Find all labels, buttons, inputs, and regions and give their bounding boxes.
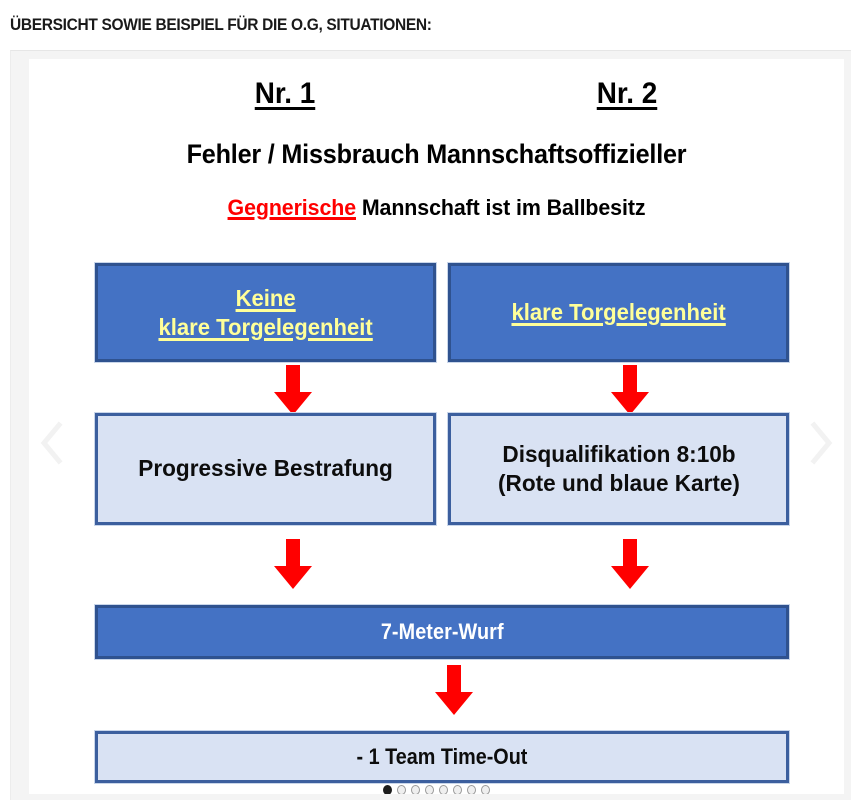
down-arrow-icon-left-1: [271, 365, 315, 417]
box-team-time-out-line1: - 1 Team Time-Out: [356, 744, 528, 770]
carousel-prev-button[interactable]: [35, 417, 69, 469]
carousel-dot-4[interactable]: [425, 785, 434, 794]
box-disqualifikation: Disqualifikation 8:10b (Rote und blaue K…: [447, 412, 790, 526]
box-7-meter-wurf: 7-Meter-Wurf: [94, 604, 790, 660]
box-keine-klare-torgelegenheit: Keine klare Torgelegenheit: [94, 262, 437, 363]
carousel-dots: [29, 785, 844, 794]
box-progressive-line1: Progressive Bestrafung: [138, 455, 393, 482]
box-klare-line1: klare Torgelegenheit: [511, 299, 726, 326]
column-number-row: Nr. 1 Nr. 2: [29, 77, 844, 123]
carousel-dot-5[interactable]: [439, 785, 448, 794]
page-title: ÜBERSICHT SOWIE BEISPIEL FÜR DIE O.G, SI…: [10, 16, 432, 34]
carousel-container: Nr. 1 Nr. 2 Fehler / Missbrauch Mannscha…: [10, 50, 851, 800]
chevron-left-icon: [39, 421, 65, 465]
slide-subheadline: Gegnerische Mannschaft ist im Ballbesitz: [49, 195, 823, 221]
carousel-dot-6[interactable]: [453, 785, 462, 794]
carousel-dot-1[interactable]: [383, 785, 392, 794]
box-disqualifikation-text: Disqualifikation 8:10b (Rote und blaue K…: [498, 440, 740, 498]
column-number-1: Nr. 1: [254, 77, 316, 110]
carousel-dot-7[interactable]: [467, 785, 476, 794]
carousel-dot-8[interactable]: [481, 785, 490, 794]
box-7-meter-wurf-line1: 7-Meter-Wurf: [380, 619, 504, 645]
box-7-meter-wurf-text: 7-Meter-Wurf: [381, 618, 504, 645]
down-arrow-icon-right-1: [608, 365, 652, 417]
box-team-time-out-text: - 1 Team Time-Out: [357, 743, 528, 770]
box-klare-torgelegenheit: klare Torgelegenheit: [447, 262, 790, 363]
subheadline-accent: Gegnerische: [227, 195, 357, 220]
carousel-slide: Nr. 1 Nr. 2 Fehler / Missbrauch Mannscha…: [29, 59, 844, 794]
box-keine-text: Keine klare Torgelegenheit: [158, 284, 372, 341]
slide-headline: Fehler / Missbrauch Mannschaftsoffiziell…: [186, 139, 687, 169]
box-keine-line2: klare Torgelegenheit: [158, 313, 373, 340]
box-disqualifikation-line2: (Rote und blaue Karte): [497, 470, 740, 496]
box-keine-line1: Keine: [235, 284, 296, 311]
chevron-right-icon: [808, 421, 834, 465]
box-klare-text: klare Torgelegenheit: [511, 298, 725, 327]
carousel-dot-3[interactable]: [411, 785, 420, 794]
box-progressive-bestrafung: Progressive Bestrafung: [94, 412, 437, 526]
box-progressive-text: Progressive Bestrafung: [138, 454, 393, 483]
carousel-dot-2[interactable]: [397, 785, 406, 794]
subheadline-rest: Mannschaft ist im Ballbesitz: [356, 195, 646, 220]
down-arrow-icon-center: [432, 665, 476, 717]
down-arrow-icon-left-2: [271, 539, 315, 591]
box-disqualifikation-line1: Disqualifikation 8:10b: [501, 440, 736, 467]
column-number-2: Nr. 2: [596, 77, 658, 110]
carousel-next-button[interactable]: [804, 417, 838, 469]
slide-content: Nr. 1 Nr. 2 Fehler / Missbrauch Mannscha…: [29, 59, 844, 794]
box-team-time-out: - 1 Team Time-Out: [94, 730, 790, 784]
down-arrow-icon-right-2: [608, 539, 652, 591]
